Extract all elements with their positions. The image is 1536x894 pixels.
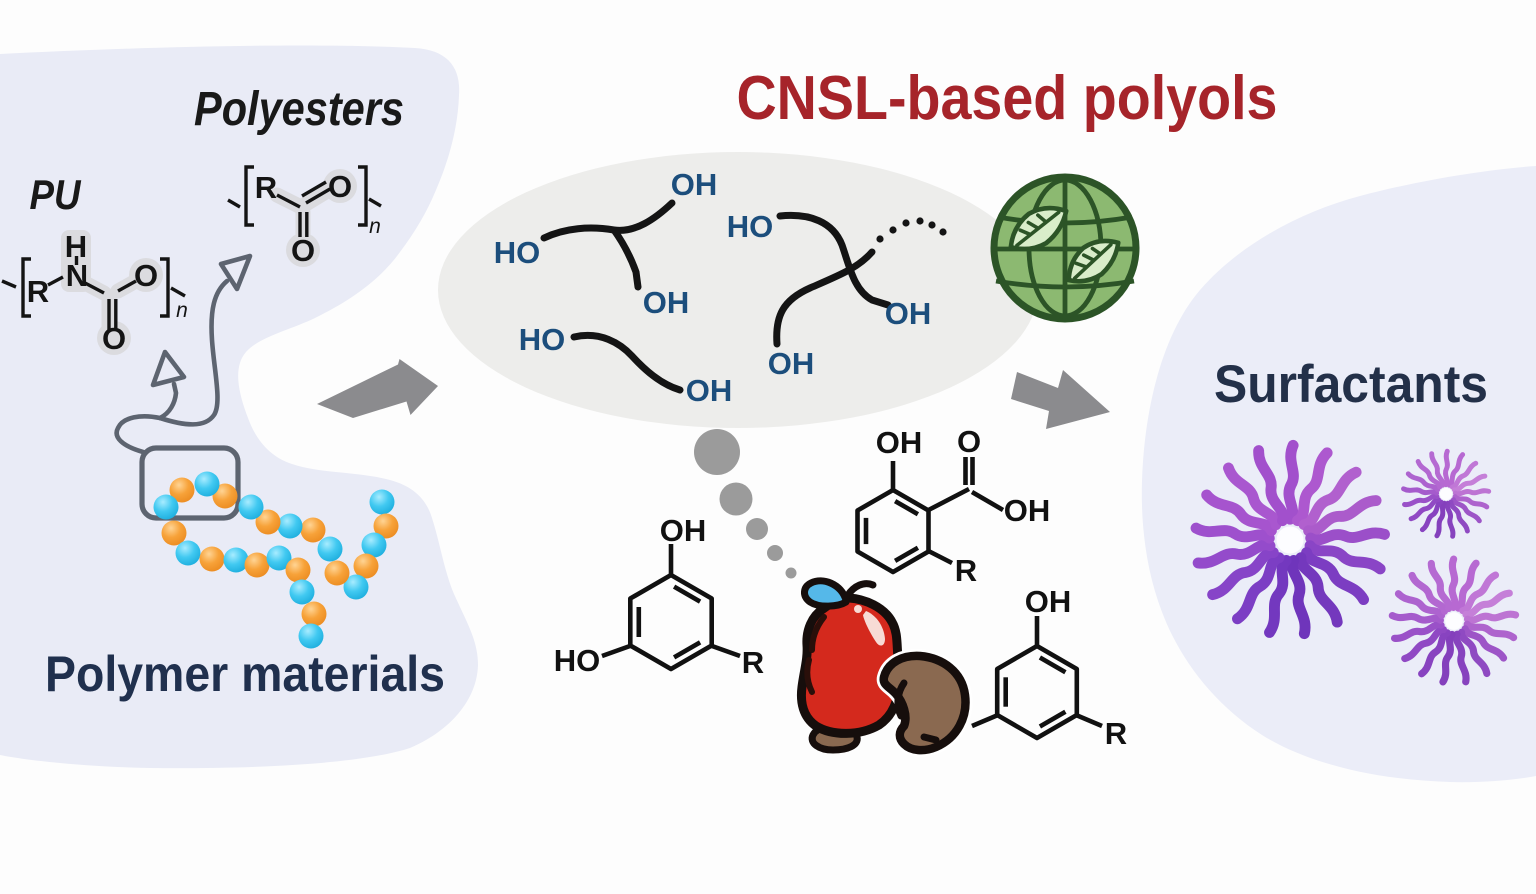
svg-text:Surfactants: Surfactants xyxy=(1214,355,1488,414)
svg-text:R: R xyxy=(955,553,977,588)
svg-text:R: R xyxy=(1105,716,1127,751)
svg-text:O: O xyxy=(102,321,126,356)
svg-text:N: N xyxy=(66,258,88,293)
svg-text:CNSL-based polyols: CNSL-based polyols xyxy=(737,64,1278,133)
svg-text:OH: OH xyxy=(885,296,932,331)
svg-text:Polyesters: Polyesters xyxy=(194,83,404,136)
svg-text:Polymer materials: Polymer materials xyxy=(45,646,445,702)
svg-text:OH: OH xyxy=(1004,493,1051,528)
svg-text:HO: HO xyxy=(554,643,601,678)
svg-text:O: O xyxy=(134,258,158,293)
svg-text:HO: HO xyxy=(494,235,541,270)
svg-text:OH: OH xyxy=(671,167,718,202)
svg-text:OH: OH xyxy=(660,513,707,548)
svg-text:OH: OH xyxy=(1025,584,1072,619)
svg-text:HO: HO xyxy=(727,209,774,244)
svg-text:HO: HO xyxy=(519,322,566,357)
svg-text:OH: OH xyxy=(876,425,923,460)
svg-text:OH: OH xyxy=(686,373,733,408)
svg-text:R: R xyxy=(255,170,277,205)
svg-text:PU: PU xyxy=(30,171,82,218)
svg-text:OH: OH xyxy=(768,346,815,381)
svg-text:O: O xyxy=(957,424,981,459)
svg-text:n: n xyxy=(176,299,188,322)
svg-text:O: O xyxy=(328,169,352,204)
svg-text:n: n xyxy=(369,215,381,238)
svg-text:R: R xyxy=(742,645,764,680)
svg-text:OH: OH xyxy=(643,285,690,320)
svg-text:R: R xyxy=(27,274,49,309)
svg-text:O: O xyxy=(291,233,315,268)
svg-text:H: H xyxy=(65,229,87,264)
